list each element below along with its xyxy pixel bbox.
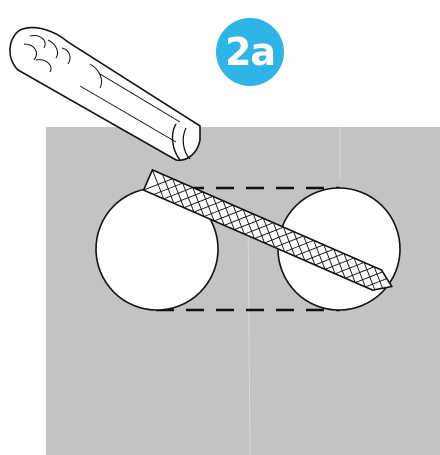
- rasp-handle-icon: [9, 26, 201, 162]
- rasp-blade-icon: [142, 168, 395, 296]
- step-label: 2a: [224, 30, 276, 74]
- panel-seam-line: [247, 209, 251, 455]
- step-badge: 2a: [216, 18, 284, 86]
